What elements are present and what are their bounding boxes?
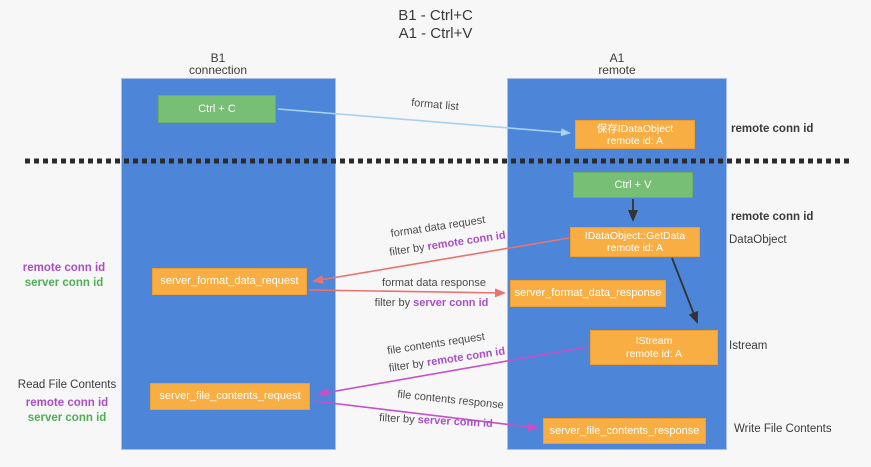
format-list-label: format list [410, 96, 460, 114]
server-format-data-request-box: server_format_data_request [152, 268, 307, 295]
lane-b1-name: B1 [210, 51, 226, 65]
lane-a1-name: A1 [609, 51, 625, 65]
server-format-data-response-box: server_format_data_response [510, 280, 666, 307]
server-format-data-response-label: server_format_data_response [514, 287, 662, 299]
server-file-contents-request-box: server_file_contents_request [150, 383, 310, 410]
lane-header-a1: A1 remote [557, 52, 677, 76]
save-dataobject-box: 保存IDataObject remote id: A [575, 120, 695, 149]
diagram-title: B1 - Ctrl+C A1 - Ctrl+V [0, 7, 871, 43]
filter-by-text: filter by [374, 297, 414, 309]
save-dataobject-line1: 保存IDataObject [596, 122, 674, 135]
istream-box: IStream remote id: A [590, 330, 718, 365]
remote-conn-id-label: remote conn id [731, 211, 814, 223]
getdata-box: IDataObject::GetData remote id: A [570, 227, 700, 257]
left-file-labels: Read File Contents remote conn id server… [8, 378, 126, 426]
server-format-data-request-label: server_format_data_request [160, 275, 299, 287]
istream-line2: remote id: A [625, 347, 683, 360]
remote-conn-id-label: remote conn id [22, 262, 106, 274]
file-contents-response-filter-label: filter by server conn id [351, 411, 521, 432]
format-data-response-arrow [308, 288, 506, 298]
remote-conn-id-label: remote conn id [731, 123, 814, 135]
istream-line1: IStream [635, 334, 673, 347]
read-file-contents-label: Read File Contents [17, 379, 117, 391]
lane-a1-subtitle: remote [598, 63, 636, 77]
filter-by-text: filter by [388, 241, 429, 259]
remote-conn-id-label: remote conn id [25, 397, 109, 409]
server-file-contents-response-box: server_file_contents_response [543, 418, 706, 444]
server-conn-id-keyword: server conn id [413, 297, 489, 309]
server-conn-id-label: server conn id [24, 277, 104, 289]
format-data-response-filter-label: filter by server conn id [349, 297, 514, 309]
ctrl-v-label: Ctrl + V [614, 178, 652, 191]
istream-label: Istream [729, 340, 768, 352]
left-format-conn-id-labels: remote conn id server conn id [8, 261, 120, 291]
filter-by-text: filter by [378, 412, 418, 427]
title-line-2: A1 - Ctrl+V [398, 25, 473, 42]
getdata-line2: remote id: A [606, 242, 664, 254]
lane-header-b1: B1 connection [158, 52, 278, 76]
title-line-1: B1 - Ctrl+C [398, 7, 473, 24]
server-file-contents-request-label: server_file_contents_request [159, 390, 301, 402]
format-data-response-label: format data response [382, 277, 486, 289]
ctrl-c-box: Ctrl + C [158, 95, 276, 123]
write-file-contents-label: Write File Contents [734, 423, 832, 435]
ctrl-c-label: Ctrl + C [198, 102, 236, 115]
getdata-line1: IDataObject::GetData [584, 230, 686, 242]
server-conn-id-label: server conn id [27, 412, 107, 424]
server-conn-id-keyword: server conn id [417, 414, 494, 430]
server-file-contents-response-label: server_file_contents_response [549, 424, 700, 437]
filter-by-text: filter by [388, 357, 428, 375]
save-dataobject-line2: remote id: A [606, 134, 664, 147]
lane-b1-subtitle: connection [188, 63, 248, 77]
ctrl-v-box: Ctrl + V [573, 172, 693, 198]
dataobject-label: DataObject [729, 234, 787, 246]
